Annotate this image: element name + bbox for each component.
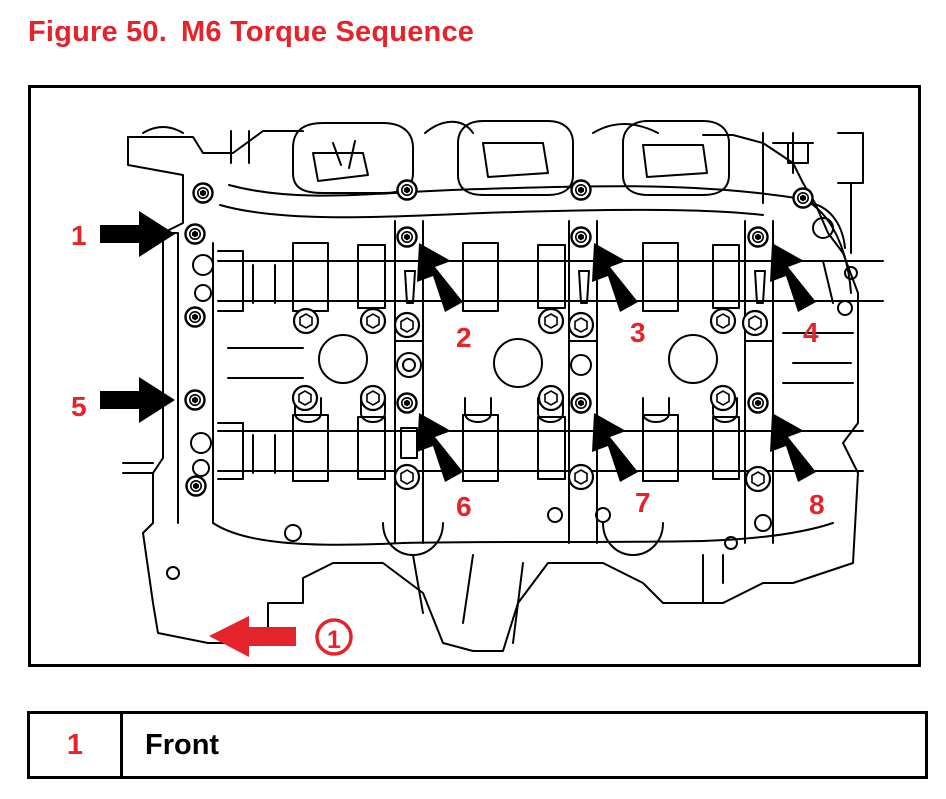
diagram-frame: 1 2 3 4 5 6 7 8 1 xyxy=(28,85,921,667)
bolt-arrow-icon xyxy=(417,243,463,312)
figure-label: Figure 50. xyxy=(28,16,167,48)
callout-8: 8 xyxy=(809,489,825,520)
circled-number-icon: 1 xyxy=(315,618,353,656)
bolt-arrow-icon xyxy=(100,211,175,257)
front-marker-label: 1 xyxy=(327,626,341,654)
figure-title: Figure 50. M6 Torque Sequence xyxy=(28,16,474,49)
callout-5: 5 xyxy=(71,391,87,422)
callout-6: 6 xyxy=(456,491,472,522)
bolt-arrow-icon xyxy=(592,243,638,312)
legend-table: 1 Front xyxy=(27,711,928,779)
callout-2: 2 xyxy=(456,322,472,353)
legend-row: 1 Front xyxy=(27,711,928,779)
callout-1: 1 xyxy=(71,220,87,251)
callout-4: 4 xyxy=(803,317,819,348)
bolt-arrows xyxy=(100,211,816,482)
callout-7: 7 xyxy=(635,487,651,518)
front-arrow-icon xyxy=(209,616,296,657)
bolt-arrow-icon xyxy=(770,413,816,482)
legend-key: 1 xyxy=(27,711,123,779)
callout-3: 3 xyxy=(630,317,646,348)
figure-title-text: M6 Torque Sequence xyxy=(181,16,475,48)
bolt-arrow-icon xyxy=(592,413,638,482)
cylinder-head-drawing xyxy=(122,120,884,652)
bolt-arrow-icon xyxy=(100,377,175,423)
bolt-arrow-icon xyxy=(417,413,463,482)
sequence-bolts xyxy=(184,223,772,497)
bolt-arrow-icon xyxy=(770,243,816,312)
legend-description: Front xyxy=(120,711,928,779)
engine-head-diagram: 1 2 3 4 5 6 7 8 1 xyxy=(71,120,884,657)
